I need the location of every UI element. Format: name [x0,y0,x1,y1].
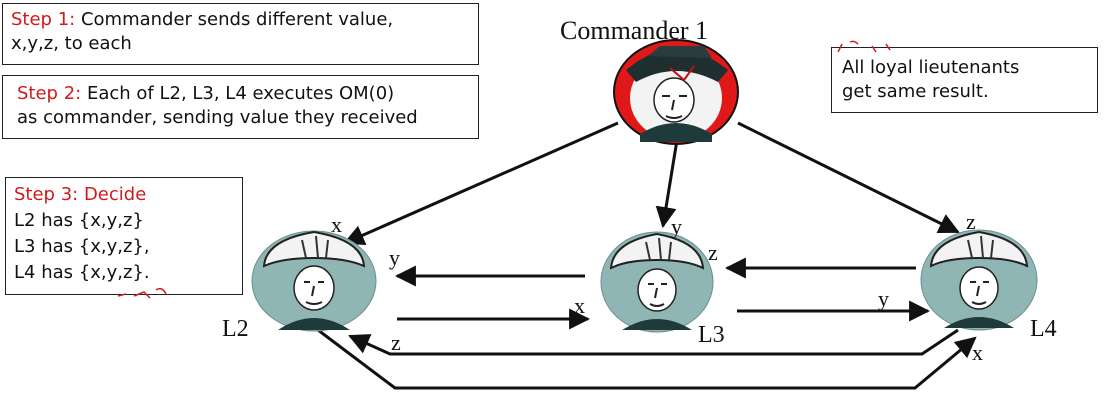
step1-box: Step 1: Commander sends different value,… [2,3,479,65]
arrow-l2-to-l4 [317,328,977,390]
arrow-commander-to-l3 [655,139,679,229]
step3-line-l2: L2 has {x,y,z} [14,210,144,231]
annotation-mark-note [837,40,891,53]
edge-label-commander-to-l3: y [671,214,682,239]
edge-label-l2-to-l4: x [972,340,983,365]
result-note-line1: All loyal lieutenants [842,57,1020,78]
result-note-box: All loyal lieutenants get same result. [831,47,1098,113]
annotation-mark-step3 [117,287,167,299]
step1-text-line2: x,y,z, to each [11,33,132,54]
step2-label: Step 2: [17,83,82,104]
edge-label-commander-to-l4: z [966,209,976,234]
step1-text: Commander sends different value, [75,9,394,30]
l2-portrait-icon [251,230,377,332]
l4-portrait-icon [920,229,1038,331]
node-label-l2: L2 [222,316,249,342]
node-label-l4: L4 [1030,316,1057,342]
step3-line-l4: L4 has {x,y,z}. [14,262,150,283]
edge-label-l3-to-l2: y [389,245,400,270]
edge-label-l2-to-l3: x [574,293,585,318]
step3-box: Step 3: Decide L2 has {x,y,z} L3 has {x,… [5,177,243,295]
commander-title: Commander 1 [560,16,709,45]
edge-label-commander-to-l2: x [331,212,342,237]
commander-portrait-icon [613,39,739,145]
step1-label: Step 1: [11,9,76,30]
edge-label-l4-to-l3: z [708,240,718,265]
step3-label: Step 3: Decide [14,184,147,205]
edge-label-l3-to-l4: y [878,286,889,311]
node-label-l3: L3 [698,322,725,348]
l3-portrait-icon [600,231,714,333]
edge-label-l4-to-l2: z [391,330,401,355]
step2-text: Each of L2, L3, L4 executes OM(0) [81,83,395,104]
arrow-l4-to-l2 [348,328,959,356]
arrow-commander-to-l4 [737,121,960,234]
step2-text-line2: as commander, sending value they receive… [17,107,418,128]
step2-box: Step 2: Each of L2, L3, L4 executes OM(0… [2,75,479,139]
arrow-commander-to-l2 [343,121,619,246]
step3-line-l3: L3 has {x,y,z}, [14,236,150,257]
result-note-line2: get same result. [842,81,989,102]
